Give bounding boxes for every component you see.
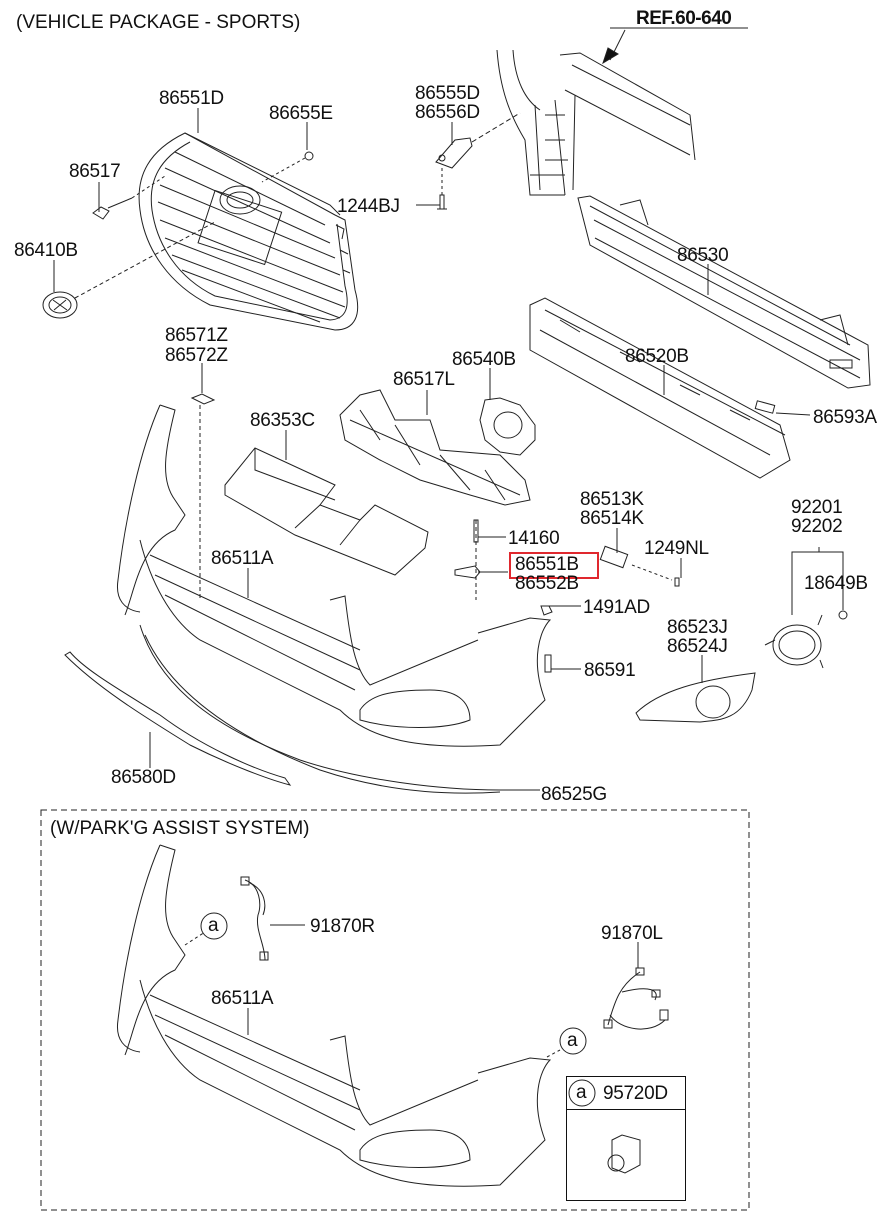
- part-label[interactable]: 86517L: [393, 369, 455, 390]
- part-label[interactable]: 86580D: [111, 767, 176, 788]
- highlighted-part-label[interactable]: 86551B: [515, 554, 579, 575]
- section-title-sports-package: (VEHICLE PACKAGE - SPORTS): [16, 12, 301, 33]
- reference-label[interactable]: REF.60-640: [636, 8, 732, 29]
- part-label[interactable]: 86525G: [541, 784, 607, 805]
- part-label[interactable]: 86593A: [813, 407, 877, 428]
- part-label[interactable]: 86556D: [415, 102, 480, 123]
- part-label[interactable]: 14160: [508, 528, 560, 549]
- sensor-detail-box: [566, 1076, 686, 1201]
- part-label[interactable]: 86511A: [211, 988, 274, 1009]
- callout-a: a: [567, 1030, 578, 1051]
- sensor-box-divider: [567, 1109, 685, 1110]
- bracket-86555D-drawing: [435, 112, 521, 210]
- part-label[interactable]: 86410B: [14, 240, 78, 261]
- radiator-support-drawing: [496, 49, 696, 196]
- emblem-drawing: [42, 221, 216, 319]
- part-label[interactable]: 1491AD: [583, 597, 650, 618]
- bumper-beam-drawing: [577, 195, 871, 389]
- part-label[interactable]: 91870R: [310, 916, 375, 937]
- part-label[interactable]: 86511A: [211, 548, 274, 569]
- foglamp-bracket-drawing: [479, 397, 536, 456]
- part-label[interactable]: 86591: [584, 660, 636, 681]
- part-label[interactable]: 1249NL: [644, 538, 709, 559]
- callout-a: a: [576, 1082, 587, 1103]
- part-label[interactable]: 86571Z: [165, 325, 228, 346]
- part-label[interactable]: 91870L: [601, 923, 663, 944]
- clip-86517-drawing: [92, 175, 166, 220]
- part-label[interactable]: 18649B: [804, 573, 868, 594]
- energy-absorber-drawing: [529, 297, 791, 479]
- part-label[interactable]: 86513K: [580, 489, 644, 510]
- part-label[interactable]: 92202: [791, 516, 843, 537]
- part-label[interactable]: 86520B: [625, 346, 689, 367]
- part-label[interactable]: 86552B: [515, 573, 579, 594]
- section-title-park-assist: (W/PARK'G ASSIST SYSTEM): [50, 818, 310, 839]
- part-label[interactable]: 86572Z: [165, 345, 228, 366]
- lower-bracket-drawing: [339, 389, 531, 506]
- part-label[interactable]: 86530: [677, 245, 729, 266]
- part-label[interactable]: 86514K: [580, 508, 644, 529]
- park-assist-bumper-drawing: [116, 844, 561, 1187]
- leader-lines: [53, 27, 844, 1035]
- part-label[interactable]: 1244BJ: [337, 196, 400, 217]
- part-label[interactable]: 86353C: [250, 410, 315, 431]
- fog-lamp-cover-drawing: [635, 672, 756, 723]
- front-bumper-drawing: [116, 404, 552, 791]
- fog-lamp-drawing: [764, 610, 848, 669]
- reference-arrowhead: [602, 47, 619, 65]
- highlighted-part-box: [509, 552, 599, 579]
- part-label[interactable]: 95720D: [603, 1083, 668, 1104]
- under-cover-drawing: [224, 447, 429, 576]
- callout-a: a: [208, 915, 219, 936]
- part-label[interactable]: 86517: [69, 161, 121, 182]
- part-label[interactable]: 86555D: [415, 83, 480, 104]
- part-label[interactable]: 86540B: [452, 349, 516, 370]
- part-label[interactable]: 92201: [791, 497, 843, 518]
- part-label[interactable]: 86524J: [667, 636, 728, 657]
- part-label[interactable]: 86523J: [667, 617, 728, 638]
- radiator-grille-drawing: [138, 132, 359, 331]
- part-label[interactable]: 86551D: [159, 88, 224, 109]
- part-label[interactable]: 86655E: [269, 103, 333, 124]
